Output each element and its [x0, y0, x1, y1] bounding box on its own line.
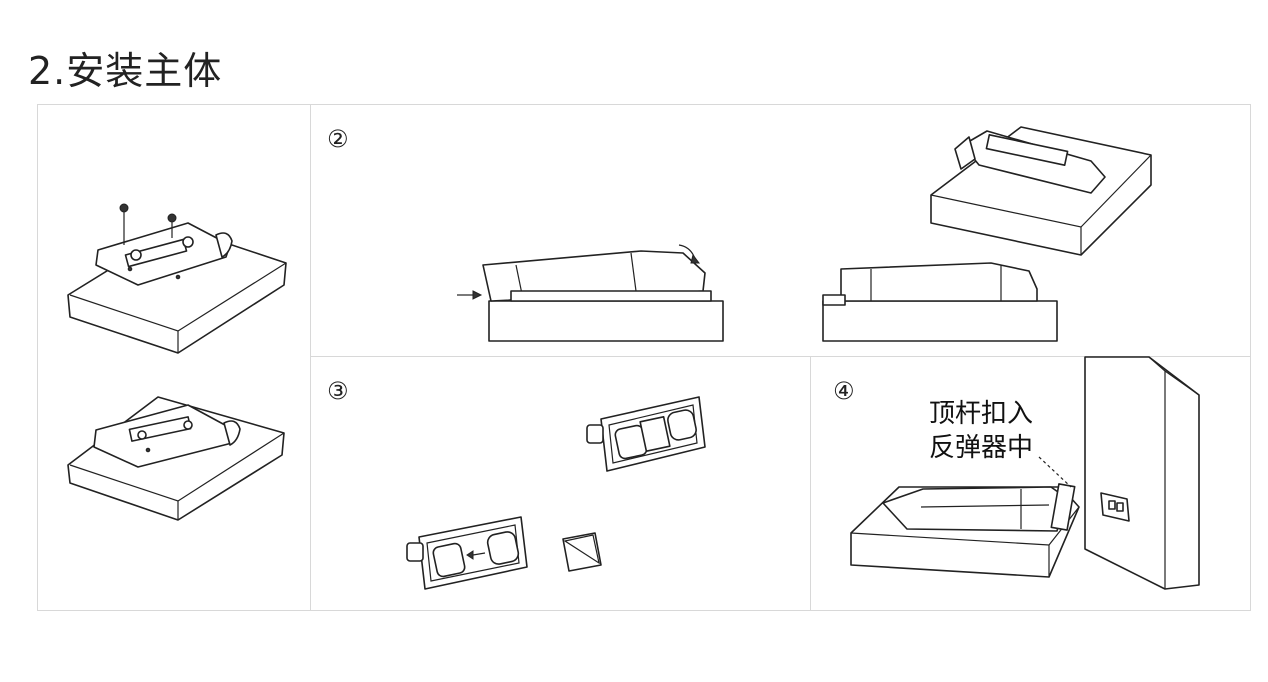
page-title: 2.安装主体 [28, 49, 223, 93]
instruction-grid: ② [37, 104, 1251, 611]
illustration-door-rebound [811, 357, 1250, 610]
step-number-2: ② [327, 125, 349, 153]
step-number-4: ④ [833, 377, 855, 405]
board-top [68, 204, 286, 353]
rebound-pad-upper [587, 397, 705, 471]
adhesive-square [563, 533, 601, 571]
illustration-bracket-screw [38, 105, 311, 610]
step-number-3: ③ [327, 377, 349, 405]
caption-line-2: 反弹器中 [929, 433, 1034, 463]
board-with-body [851, 457, 1079, 577]
illustration-slide-body [311, 105, 1250, 357]
illustration-rebound-pads [311, 357, 811, 610]
step-4-caption: 顶杆扣入 反弹器中 [929, 397, 1033, 465]
board-right-lower [823, 263, 1057, 341]
door-panel [1085, 357, 1199, 589]
board-left-assembly [457, 245, 723, 341]
rebound-on-door [1101, 493, 1129, 521]
panel-step-2: ② [311, 105, 1250, 357]
board-bottom [68, 397, 284, 520]
panel-step-1 [38, 105, 311, 610]
board-right-upper [931, 127, 1151, 255]
panel-step-3: ③ [311, 357, 811, 610]
caption-line-1: 顶杆扣入 [929, 399, 1034, 429]
rebound-pad-lower [407, 517, 527, 589]
panel-step-4: ④ 顶杆扣入 反弹器中 [811, 357, 1250, 610]
